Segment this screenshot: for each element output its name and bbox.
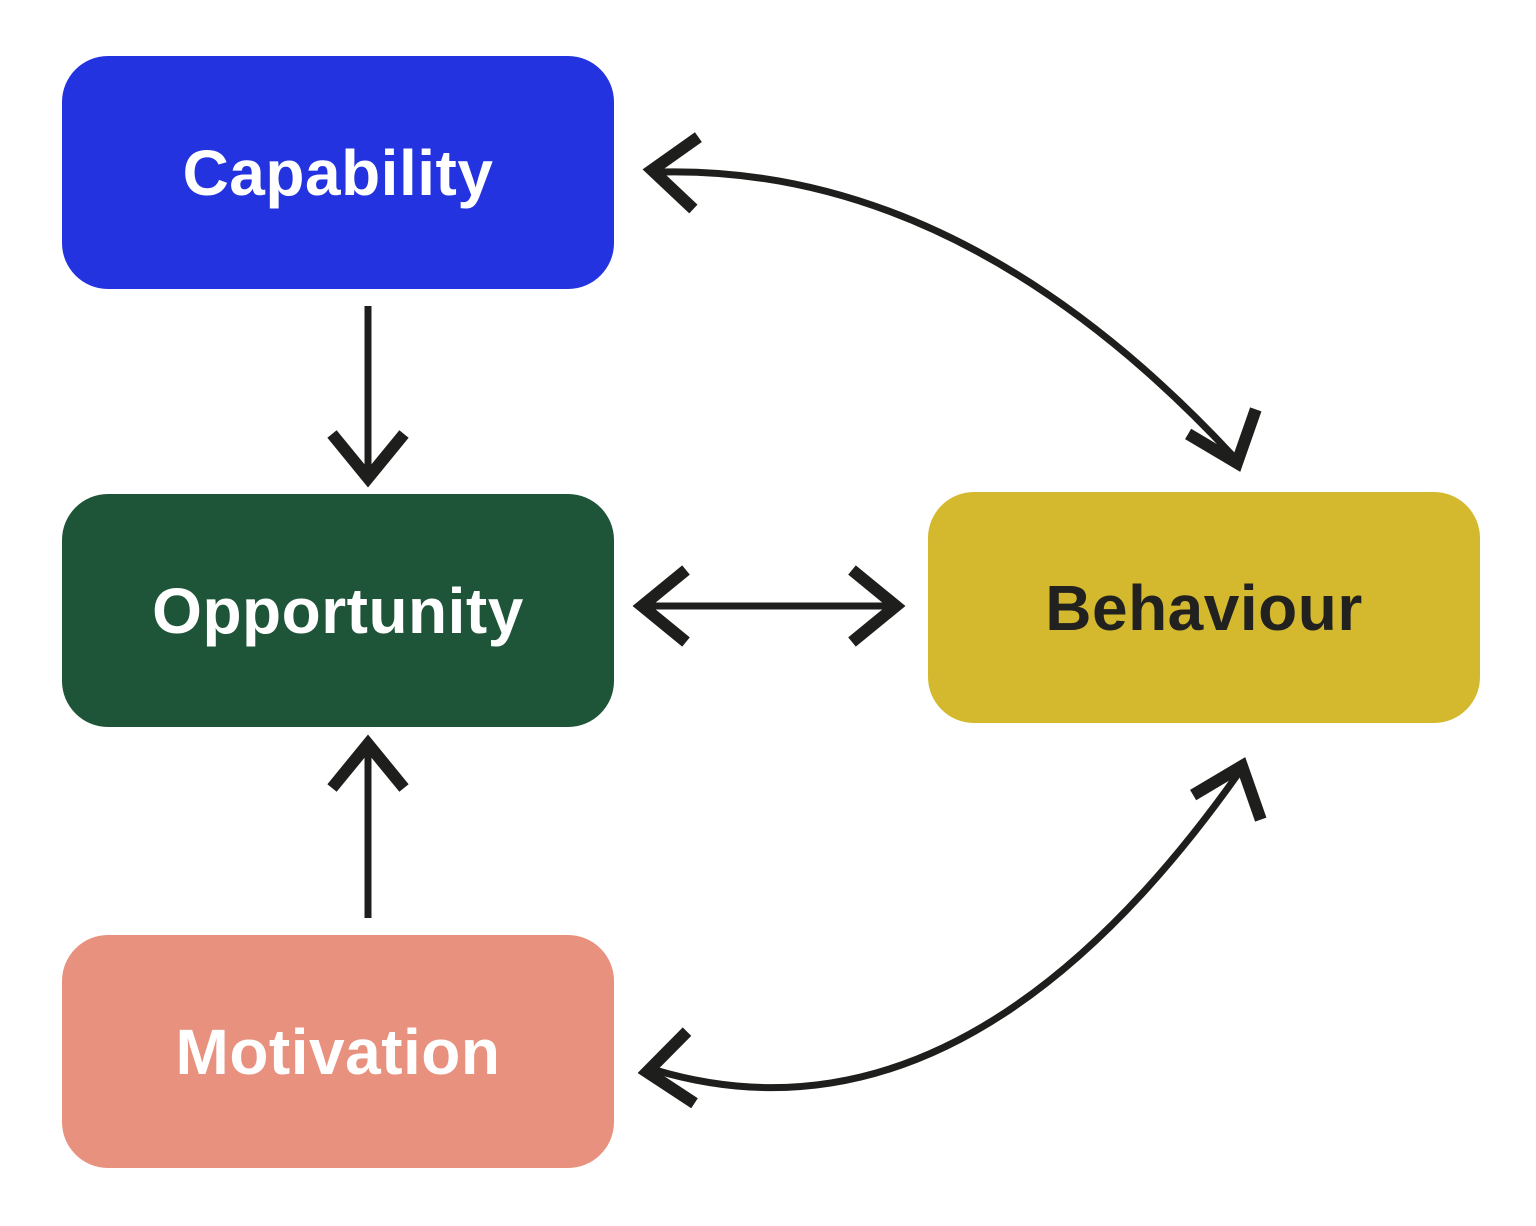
node-behaviour-label: Behaviour (1045, 571, 1363, 644)
node-motivation-label: Motivation (175, 1015, 501, 1088)
node-motivation: Motivation (62, 935, 614, 1168)
node-opportunity: Opportunity (62, 494, 614, 727)
arrow-capability-to-opportunity (327, 306, 409, 488)
node-capability-label: Capability (182, 136, 494, 209)
node-capability: Capability (62, 56, 614, 289)
node-opportunity-label: Opportunity (152, 574, 524, 647)
arrow-motivation-to-opportunity (327, 734, 409, 918)
node-behaviour: Behaviour (928, 492, 1480, 723)
arrow-behaviour-motivation (637, 757, 1267, 1109)
arrow-behaviour-capability (642, 132, 1262, 472)
arrow-opportunity-behaviour (632, 565, 906, 647)
